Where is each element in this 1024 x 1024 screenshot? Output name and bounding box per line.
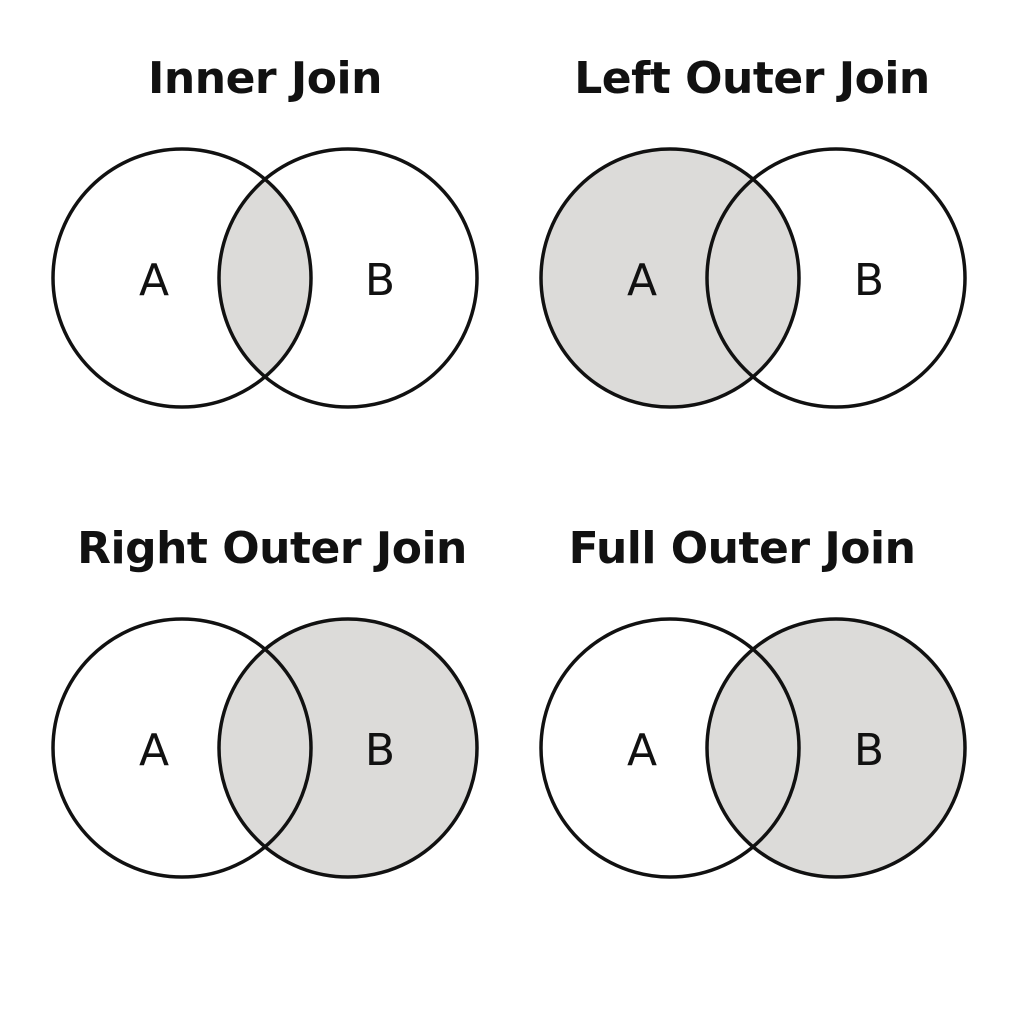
venn-diagram bbox=[539, 617, 967, 879]
shaded-right-region bbox=[265, 619, 477, 877]
diagram-title: Left Outer Join bbox=[574, 53, 930, 104]
set-a-label: A bbox=[139, 725, 169, 776]
set-b-circle bbox=[217, 617, 479, 879]
right-outer-join-panel: Right Outer Join A B bbox=[51, 523, 479, 879]
set-b-circle bbox=[705, 147, 967, 409]
diagram-title: Inner Join bbox=[148, 53, 382, 104]
set-a-label: A bbox=[139, 255, 169, 306]
set-a-label: A bbox=[627, 725, 657, 776]
venn-diagram bbox=[51, 617, 479, 879]
shaded-left-region bbox=[541, 149, 753, 408]
set-a-circle bbox=[51, 147, 313, 409]
shaded-intersection-region bbox=[218, 649, 311, 847]
set-b-circle bbox=[705, 617, 967, 879]
set-b-label: B bbox=[365, 255, 395, 306]
shaded-intersection-region bbox=[707, 649, 800, 847]
set-b-label: B bbox=[854, 255, 884, 306]
inner-join-panel: Inner Join A B bbox=[51, 53, 479, 409]
set-b-label: B bbox=[854, 725, 884, 776]
diagram-title: Right Outer Join bbox=[77, 523, 467, 574]
set-b-label: B bbox=[365, 725, 395, 776]
shaded-intersection-region bbox=[218, 179, 311, 377]
shaded-right-region bbox=[753, 619, 965, 877]
venn-diagram bbox=[539, 147, 967, 409]
diagram-title: Full Outer Join bbox=[569, 523, 916, 574]
set-b-circle bbox=[217, 147, 479, 409]
shaded-intersection-region bbox=[707, 179, 800, 377]
set-a-circle bbox=[539, 617, 801, 879]
left-outer-join-panel: Left Outer Join A B bbox=[539, 53, 967, 409]
full-outer-join-panel: Full Outer Join A B bbox=[539, 523, 967, 879]
set-a-circle bbox=[51, 617, 313, 879]
set-a-label: A bbox=[627, 255, 657, 306]
venn-diagram bbox=[51, 147, 479, 409]
set-a-circle bbox=[539, 147, 801, 409]
